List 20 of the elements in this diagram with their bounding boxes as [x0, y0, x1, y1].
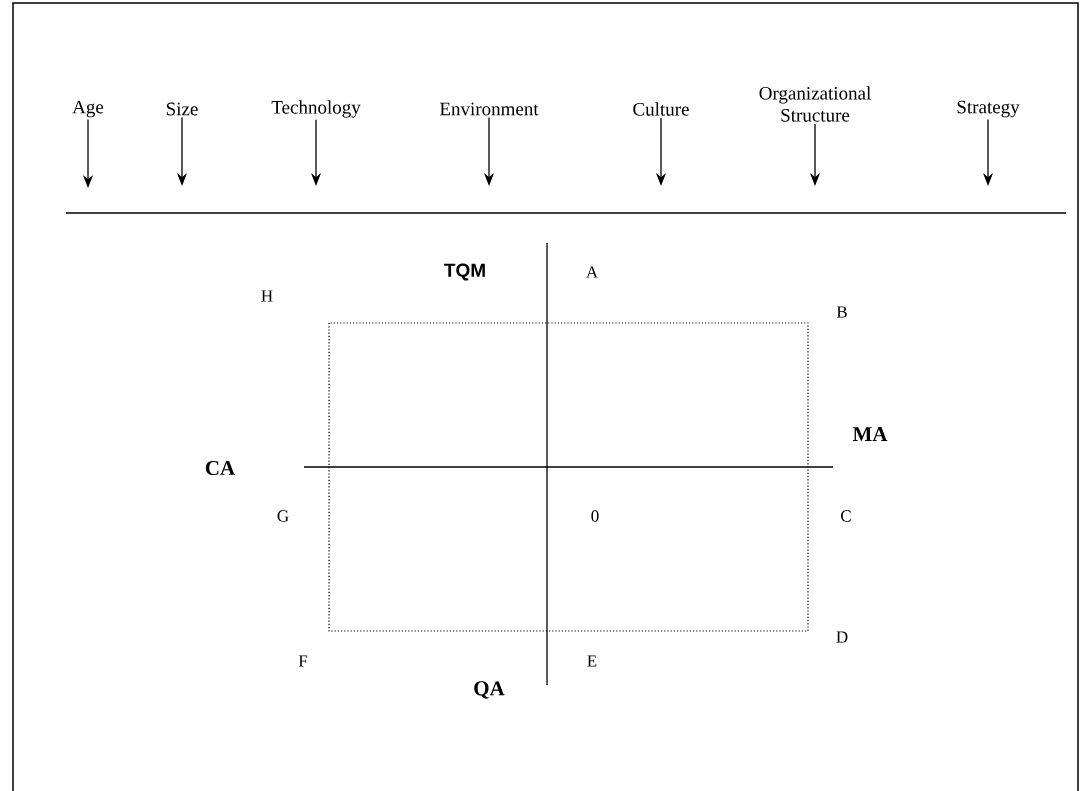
point-label: G [277, 510, 289, 522]
factor-label: Size [166, 102, 198, 116]
point-label: F [298, 655, 308, 667]
point-label: B [836, 306, 847, 318]
factor-label: Technology [271, 100, 361, 118]
axis-label: MA [852, 427, 888, 441]
factor-label: Environment [439, 102, 539, 116]
point-label: E [587, 655, 597, 667]
axis-label: CA [205, 460, 235, 476]
point-label: D [836, 631, 848, 643]
factor-label: Age [72, 100, 104, 118]
point-label: 0 [591, 510, 599, 522]
factor-label: Strategy [957, 100, 1020, 118]
point-label: A [586, 266, 598, 278]
point-label: H [261, 290, 273, 302]
factor-label: Organizational Structure [759, 86, 871, 122]
factor-label: Culture [633, 102, 689, 116]
axis-label: TQM [444, 263, 485, 281]
axis-label: QA [474, 681, 505, 699]
point-label: C [841, 510, 851, 522]
